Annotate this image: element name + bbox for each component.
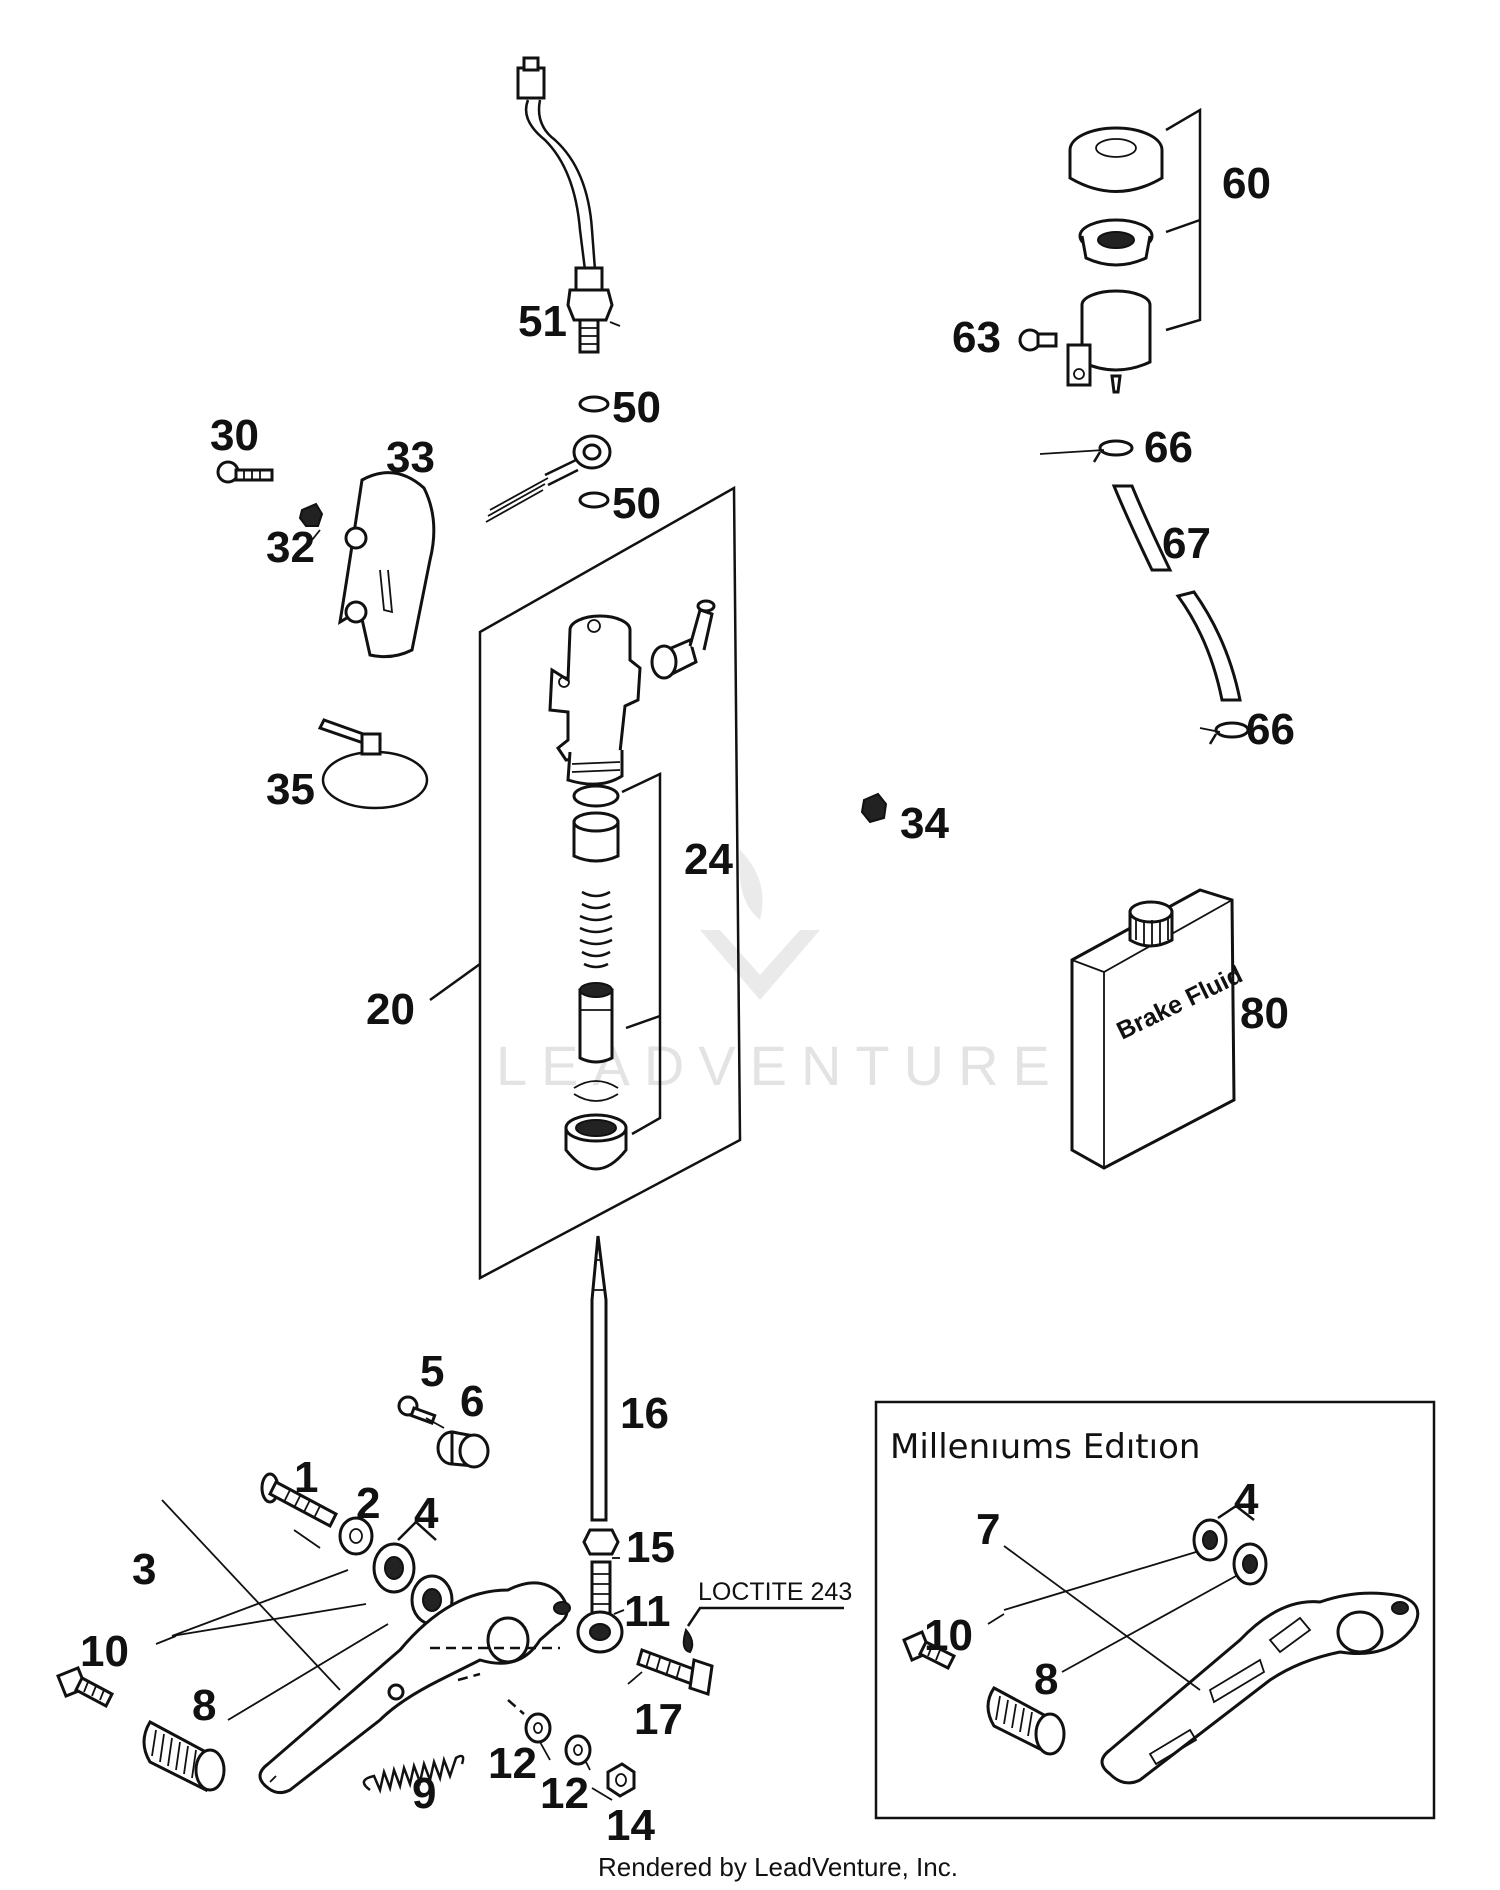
millennium-edition-inset: Millenıums Edıtıon 4 7 10 8 (874, 1400, 1436, 1820)
callout-67: 67 (1162, 519, 1211, 568)
callout-2: 2 (356, 1479, 380, 1528)
callout-numbers: 51 50 50 60 63 66 67 66 30 33 32 35 24 2… (80, 159, 1295, 1850)
brake-fluid-can: Brake Fluid (1070, 888, 1247, 1170)
guard-nut (298, 502, 324, 527)
callout-24: 24 (684, 835, 733, 884)
callout-30: 30 (210, 411, 259, 460)
callout-60: 60 (1222, 159, 1271, 208)
inset-callout-7: 7 (976, 1505, 1000, 1554)
brake-pedal (258, 1581, 571, 1795)
footer-credit: Rendered by LeadVenture, Inc. (598, 1852, 958, 1882)
callout-16: 16 (620, 1389, 669, 1438)
callout-33: 33 (386, 433, 435, 482)
inset-callout-8: 8 (1034, 1655, 1058, 1704)
rebuild-kit (564, 772, 662, 1171)
callout-15: 15 (626, 1523, 675, 1572)
callout-17: 17 (634, 1695, 683, 1744)
callout-5: 5 (420, 1347, 444, 1396)
push-rod (590, 1235, 608, 1522)
callout-12-left: 12 (488, 1739, 537, 1788)
callout-35: 35 (266, 765, 315, 814)
callout-66-bottom: 66 (1246, 705, 1295, 754)
callout-34: 34 (900, 799, 949, 848)
callout-8: 8 (192, 1681, 216, 1730)
pivot-bolt (260, 1472, 338, 1529)
return-spring (362, 1754, 465, 1795)
callout-32: 32 (266, 523, 315, 572)
callout-10: 10 (80, 1627, 129, 1676)
banjo-washers (485, 395, 612, 523)
spacer-6 (436, 1430, 490, 1469)
callout-50-bottom: 50 (612, 479, 661, 528)
callout-20: 20 (366, 985, 415, 1034)
reservoir-screw (1018, 328, 1058, 352)
washers-12 (430, 1646, 592, 1766)
loctite-note: LOCTITE 243 (698, 1578, 852, 1606)
callout-80: 80 (1240, 989, 1289, 1038)
inset-callout-4: 4 (1234, 1475, 1259, 1524)
guard-bolt (216, 460, 274, 484)
callout-11: 11 (624, 1587, 671, 1636)
callout-9: 9 (412, 1769, 436, 1818)
hose-clamps-and-hose (1092, 439, 1250, 745)
master-cylinder-frame (429, 485, 742, 1281)
nut-14 (606, 1762, 636, 1798)
master-cylinder-body (548, 614, 642, 786)
callout-66-top: 66 (1144, 423, 1193, 472)
callout-3: 3 (132, 1545, 156, 1594)
rod-end-assembly (576, 1528, 844, 1696)
brake-light-switch (516, 56, 614, 354)
callout-1: 1 (294, 1453, 318, 1502)
callout-51: 51 (518, 297, 567, 346)
leader-lines (155, 321, 1221, 1801)
inset-callout-10: 10 (924, 1611, 973, 1660)
washer-2 (338, 1516, 374, 1556)
brake-reservoir (1066, 107, 1202, 394)
callout-6: 6 (460, 1377, 484, 1426)
peg-bolt (56, 1666, 114, 1709)
master-cylinder-guard (338, 471, 436, 659)
bearings-4 (372, 1520, 454, 1626)
callout-50-top: 50 (612, 383, 661, 432)
inset-title: Millenıums Edıtıon (890, 1427, 1200, 1467)
nut-34 (860, 792, 888, 824)
foot-peg (142, 1720, 226, 1793)
callout-14: 14 (606, 1801, 655, 1850)
callout-12-right: 12 (540, 1769, 589, 1818)
callout-63: 63 (952, 313, 1001, 362)
brake-fitting (650, 599, 716, 680)
callout-4: 4 (414, 1489, 439, 1538)
cable-tie (317, 718, 429, 810)
